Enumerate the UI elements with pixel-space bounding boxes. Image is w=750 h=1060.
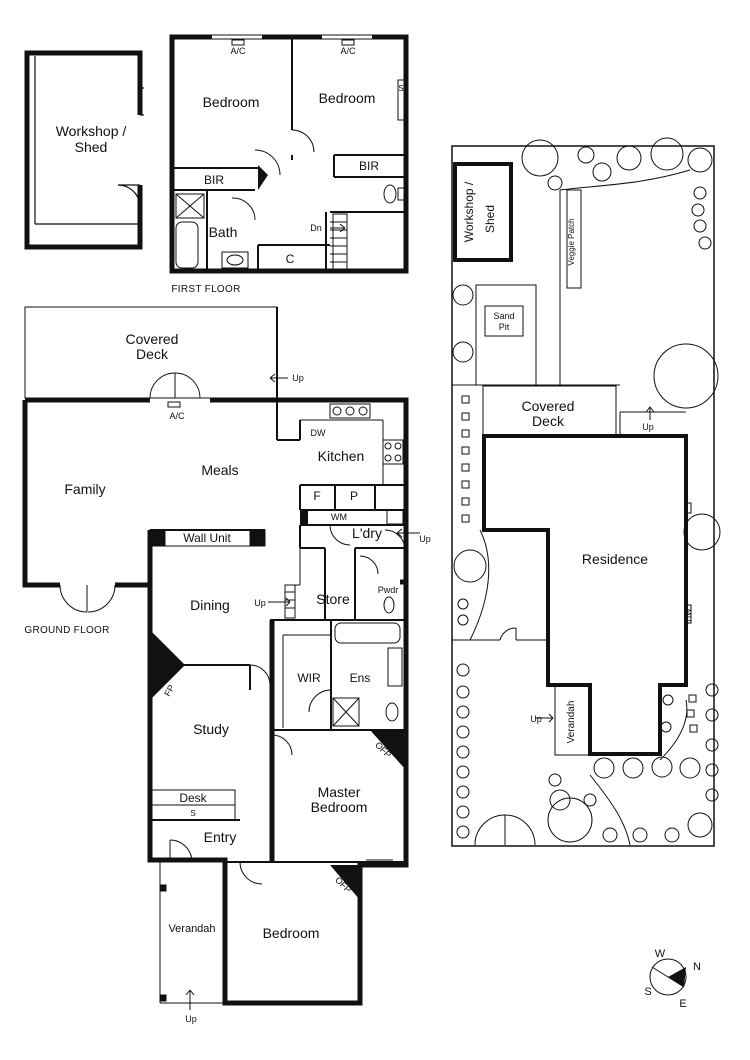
ensuite-label: Ens (350, 671, 371, 685)
first-floor-bedroom-1-label: Bedroom (203, 94, 260, 110)
wall-unit-label: Wall Unit (183, 531, 231, 545)
site-details (452, 169, 698, 846)
compass-west-label: W (655, 948, 666, 960)
laundry-label: L'dry (352, 525, 382, 541)
entry-label: Entry (204, 829, 237, 845)
stairs-down-label: Dn (310, 223, 322, 233)
compass-south-label: S (644, 986, 651, 998)
pantry-label: P (350, 489, 358, 503)
workshop-label-line1: Workshop / (56, 123, 127, 139)
covered-deck-label-1: Covered (126, 331, 179, 347)
fridge-label: F (313, 489, 320, 503)
ac-label-2: A/C (340, 46, 356, 56)
verandah-up-label: Up (185, 1014, 197, 1024)
residence-label: Residence (582, 551, 648, 567)
store-up-label: Up (254, 598, 266, 608)
cupboard-label: C (286, 252, 295, 266)
shelf-label: S (398, 84, 403, 93)
master-bedroom-label-1: Master (318, 784, 361, 800)
workshop-inner (34, 56, 144, 225)
bir-label-1: BIR (204, 173, 224, 187)
compass-icon (649, 958, 687, 996)
store-label: Store (316, 591, 350, 607)
sand-pit-label-2: Pit (499, 322, 510, 332)
hot-water-label: HW (684, 608, 693, 622)
compass-east-label: E (679, 998, 686, 1010)
family-label: Family (64, 481, 105, 497)
first-floor-caption: FIRST FLOOR (171, 284, 240, 295)
covered-deck-label-2: Deck (136, 346, 169, 362)
ac-label-1: A/C (230, 46, 246, 56)
washing-machine-label: WM (331, 512, 347, 522)
laundry-up-label: Up (419, 534, 431, 544)
sand-pit-label-1: Sand (493, 311, 514, 321)
powder-room-label: Pwdr (378, 585, 399, 595)
dining-label: Dining (190, 597, 230, 613)
site-workshop-label-2: Shed (483, 205, 497, 233)
site-verandah-label: Verandah (566, 701, 577, 744)
study-label: Study (193, 721, 229, 737)
fireplace-blocks (150, 510, 406, 900)
first-floor-walls (172, 37, 406, 271)
site-trees (452, 137, 721, 843)
kitchen-label: Kitchen (318, 448, 365, 464)
ground-ac-label: A/C (169, 411, 185, 421)
verandah-label: Verandah (168, 923, 215, 935)
master-bedroom-label-2: Bedroom (311, 799, 368, 815)
workshop-label-line2: Shed (75, 139, 108, 155)
site-deck-up-label: Up (642, 422, 654, 432)
dishwasher-label: DW (311, 428, 326, 438)
site-deck-label-2: Deck (532, 413, 565, 429)
workshop-shed-outline (24, 50, 143, 250)
wir-label: WIR (297, 671, 321, 685)
veggie-patch-label: Veggie Patch (567, 218, 576, 265)
chimney-block (258, 165, 268, 190)
fireplace-label: FP (162, 683, 176, 698)
site-boundary (451, 145, 715, 847)
ground-floor-walls (150, 307, 406, 863)
desk-label: Desk (179, 791, 207, 805)
meals-label: Meals (201, 462, 238, 478)
deck-up-label: Up (292, 373, 304, 383)
ground-floor-details (30, 372, 420, 1010)
ground-bedroom-label: Bedroom (263, 925, 320, 941)
site-deck-label-1: Covered (522, 398, 575, 414)
site-workshop-label-1: Workshop / (462, 181, 476, 242)
compass-north-label: N (693, 961, 701, 973)
first-floor-details (175, 34, 405, 270)
desk-shelf-label: S (190, 809, 195, 818)
first-floor-bedroom-2-label: Bedroom (319, 90, 376, 106)
bath-label: Bath (209, 224, 238, 240)
ground-floor-caption: GROUND FLOOR (24, 625, 109, 636)
bir-label-2: BIR (359, 159, 379, 173)
site-residence (482, 434, 688, 756)
site-verandah-up-label: Up (530, 714, 542, 724)
site-workshop (453, 162, 513, 262)
